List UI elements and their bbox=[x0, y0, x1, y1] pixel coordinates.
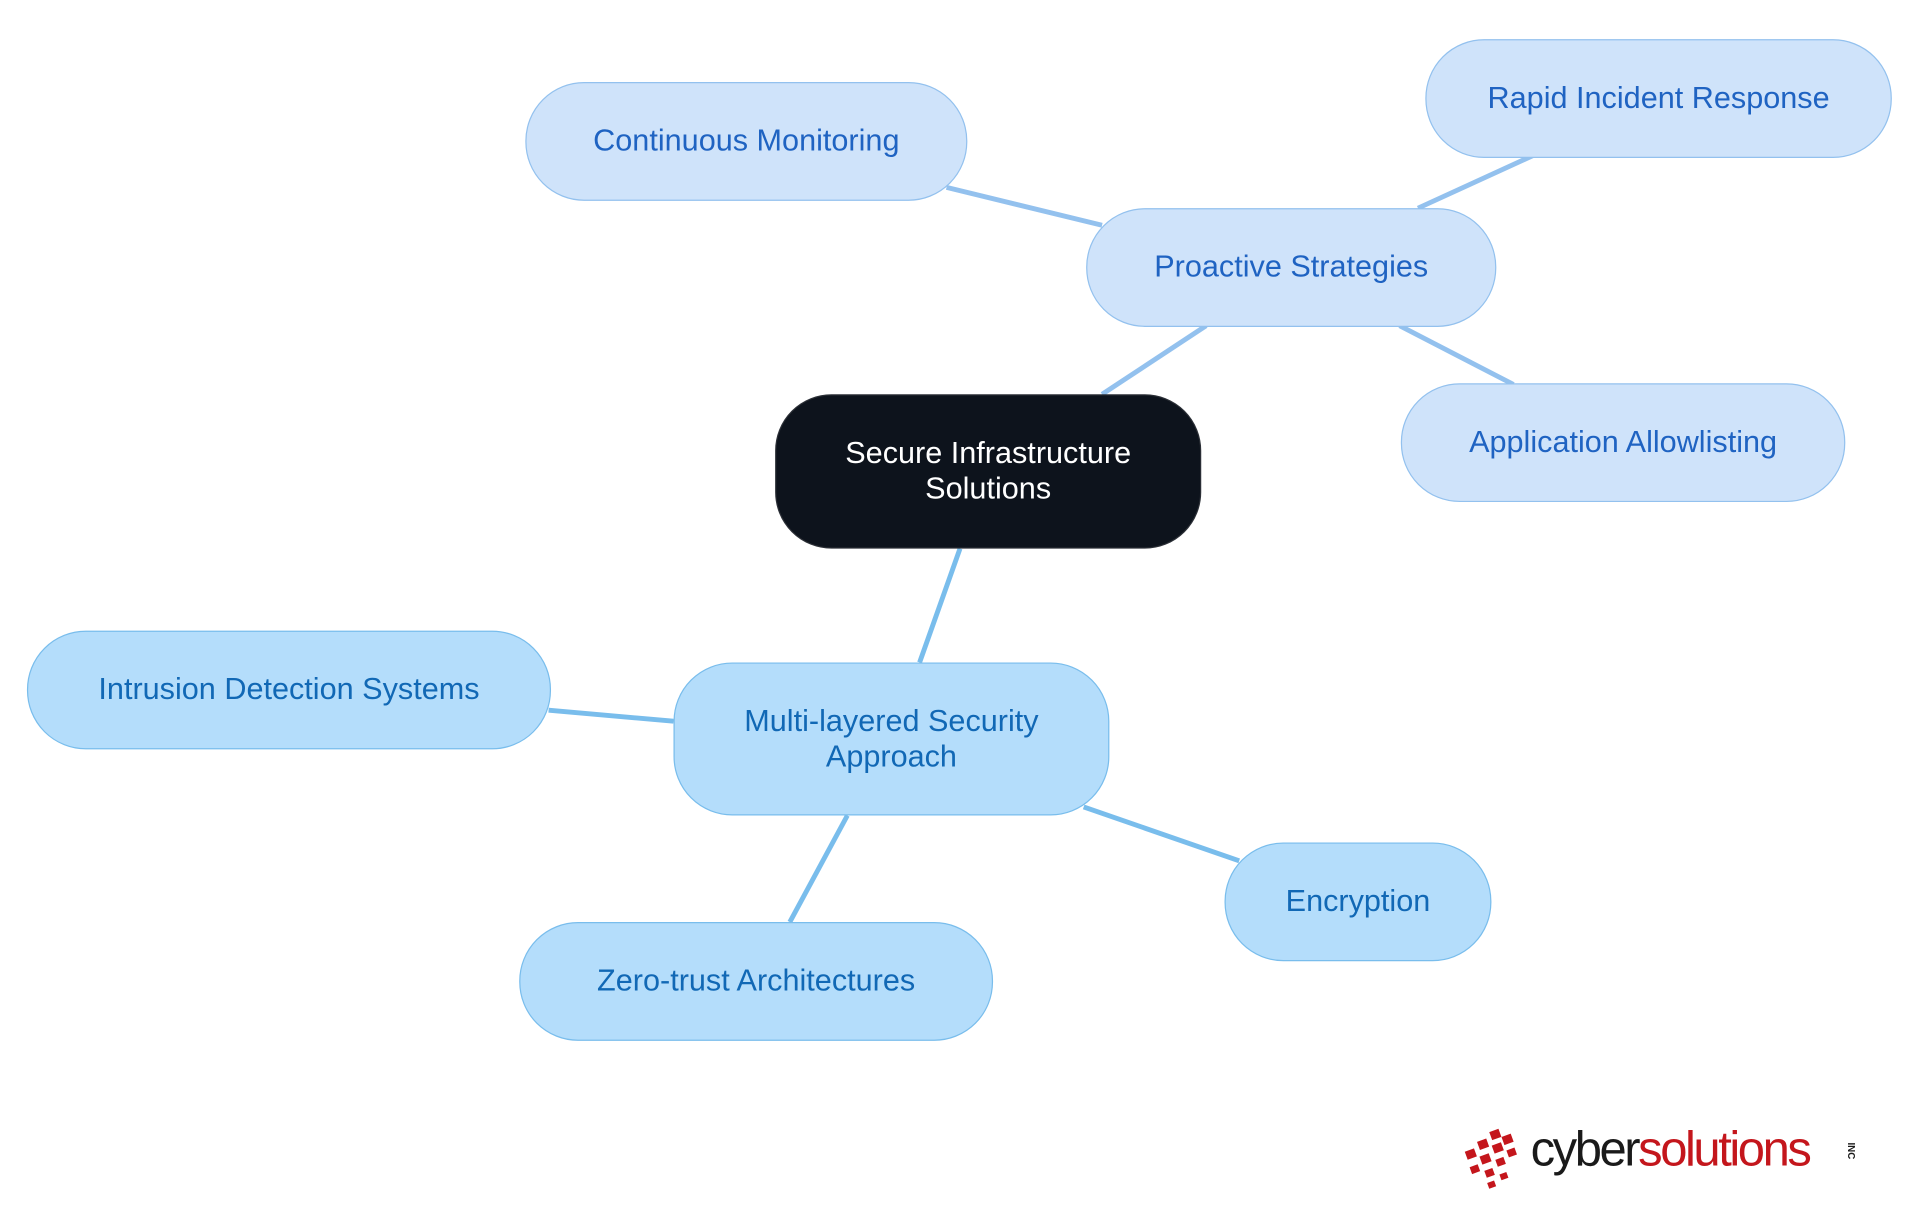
leaf-node-application-allowlisting[interactable]: Application Allowlisting bbox=[1400, 383, 1846, 503]
edge-proactive-allowlisting bbox=[1398, 323, 1515, 387]
leaf-node-continuous-monitoring[interactable]: Continuous Monitoring bbox=[525, 82, 968, 201]
branch-node-label: Proactive Strategies bbox=[1154, 249, 1429, 285]
edge-multilayer-zerotrust bbox=[787, 814, 850, 924]
leaf-node-label: Rapid Incident Response bbox=[1487, 80, 1830, 116]
branch-node-proactive-strategies[interactable]: Proactive Strategies bbox=[1086, 208, 1497, 327]
logo-text-dark: cyber bbox=[1530, 1122, 1641, 1177]
leaf-node-rapid-incident-response[interactable]: Rapid Incident Response bbox=[1425, 39, 1892, 158]
leaf-node-intrusion-detection-systems[interactable]: Intrusion Detection Systems bbox=[26, 630, 552, 750]
logo-wordmark: cybersolutions bbox=[1530, 1122, 1812, 1178]
leaf-node-zero-trust-architectures[interactable]: Zero-trust Architectures bbox=[519, 922, 994, 1041]
leaf-node-label: Continuous Monitoring bbox=[593, 123, 900, 158]
branch-node-label: Multi-layered Security Approach bbox=[744, 703, 1039, 774]
edge-proactive-incident bbox=[1416, 153, 1535, 211]
edge-root-multilayer bbox=[917, 547, 963, 664]
leaf-node-label: Encryption bbox=[1285, 884, 1431, 919]
root-node[interactable]: Secure Infrastructure Solutions bbox=[775, 394, 1202, 549]
edge-root-proactive bbox=[1100, 323, 1208, 397]
logo-mark-icon bbox=[1464, 1128, 1517, 1189]
logo-suffix: INC bbox=[1845, 1142, 1857, 1160]
leaf-node-encryption[interactable]: Encryption bbox=[1224, 842, 1492, 962]
logo-text-red: solutions bbox=[1638, 1122, 1812, 1177]
leaf-node-label: Zero-trust Architectures bbox=[597, 963, 916, 998]
root-node-label: Secure Infrastructure Solutions bbox=[845, 435, 1132, 506]
edge-proactive-monitoring bbox=[945, 184, 1103, 228]
cybersolutions-logo: cybersolutions INC bbox=[1463, 1120, 1867, 1193]
branch-node-multi-layered-security[interactable]: Multi-layered Security Approach bbox=[673, 662, 1110, 816]
edge-multilayer-encryption bbox=[1082, 804, 1240, 864]
edge-multilayer-ids bbox=[548, 707, 674, 724]
leaf-node-label: Application Allowlisting bbox=[1469, 424, 1778, 460]
leaf-node-label: Intrusion Detection Systems bbox=[98, 672, 480, 707]
